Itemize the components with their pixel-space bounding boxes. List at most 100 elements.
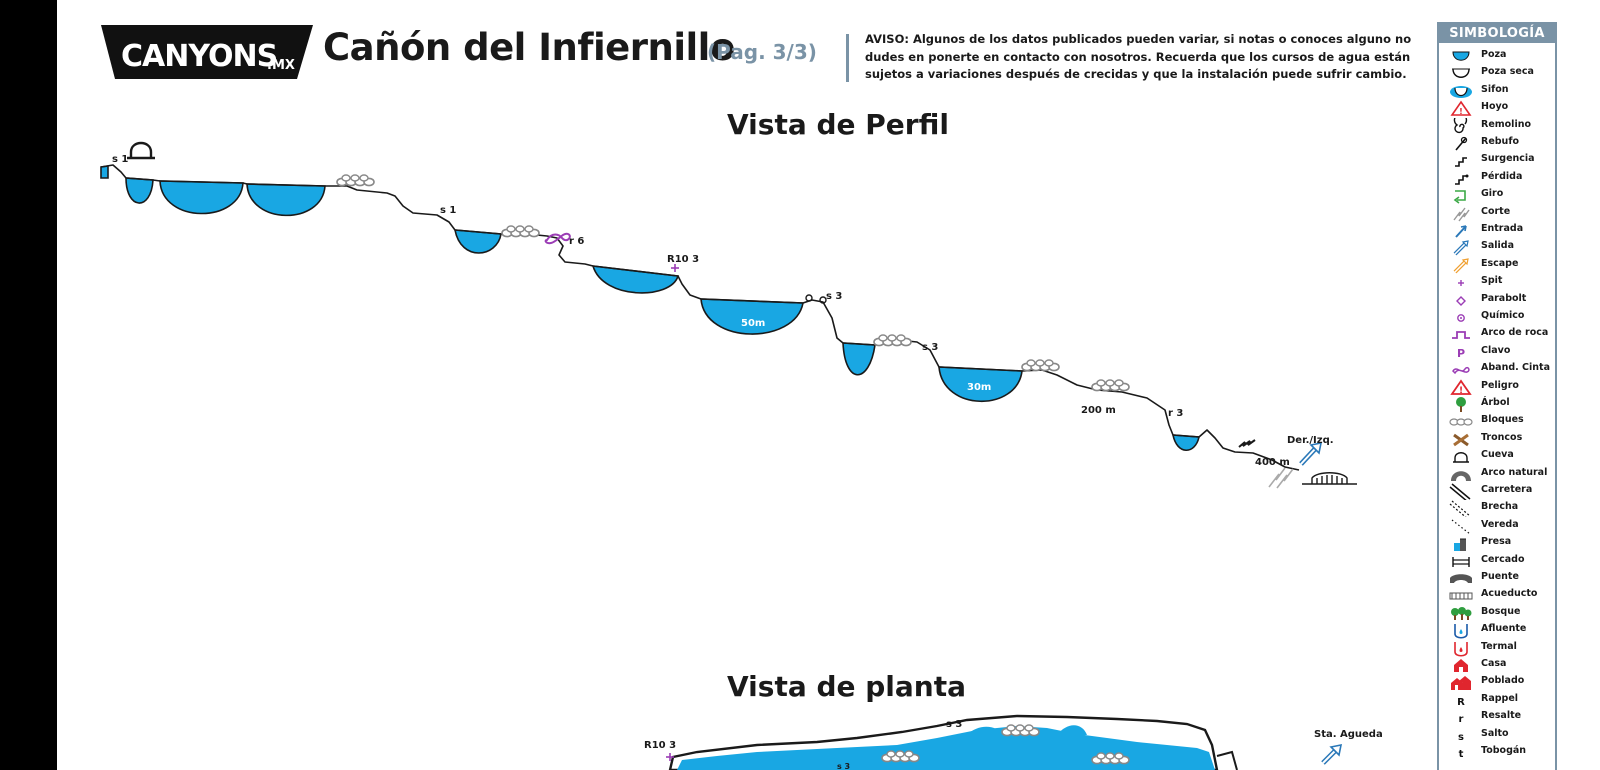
header: CANYONS .MX Cañón del Infiernillo (Pag. … — [57, 0, 1600, 100]
chemical-anchor-icon — [1449, 309, 1473, 326]
legend-item-label: Parabolt — [1481, 292, 1527, 304]
legend-item: Presa — [1439, 535, 1555, 552]
profile-line — [100, 164, 1300, 471]
legend-item: ! Hoyo — [1439, 100, 1555, 117]
backwash-icon — [1449, 135, 1473, 152]
label-r3: r 3 — [1168, 408, 1183, 419]
legend-item-label: Presa — [1481, 536, 1512, 548]
label-pool-30m: 30m — [967, 382, 991, 393]
legend-item-label: Salto — [1481, 727, 1509, 739]
pool-30m — [938, 366, 1023, 402]
pool-6 — [591, 265, 680, 294]
label-s3-b: s 3 — [922, 342, 938, 353]
legend-item: Árbol — [1439, 396, 1555, 413]
legend-item-label: Arco natural — [1481, 466, 1548, 478]
legend-item-label: Bloques — [1481, 414, 1524, 426]
label-s1-mid: s 1 — [440, 205, 456, 216]
label-r10-3: R10 3 — [667, 254, 699, 265]
boulders-icon — [873, 334, 912, 347]
legend-item-label: Casa — [1481, 658, 1507, 669]
plan-label-s3: s 3 — [946, 719, 962, 730]
legend-item: Acueducto — [1439, 587, 1555, 604]
rappel-letter-icon: R — [1449, 692, 1473, 709]
legend-item-label: Giro — [1481, 188, 1504, 200]
jump-letter-icon: s — [1449, 727, 1473, 744]
plan-view: R10 3 s 3 s 3 Sta. Agueda — [644, 714, 1383, 770]
legend-item: Parabolt — [1439, 292, 1555, 309]
legend-item: Sifon — [1439, 83, 1555, 100]
trail-icon — [1449, 518, 1473, 535]
pool-4 — [246, 183, 326, 217]
legend-item-label: Vereda — [1481, 518, 1519, 530]
svg-text:!: ! — [1459, 107, 1463, 116]
dam-icon — [1449, 535, 1473, 552]
legend-item: !Peligro — [1439, 379, 1555, 396]
svg-text:t: t — [1459, 749, 1464, 760]
legend-item-label: Poblado — [1481, 675, 1525, 687]
legend-item-label: Poza — [1481, 49, 1507, 60]
cut-icon — [1449, 205, 1473, 222]
legend-item-label: Químico — [1481, 310, 1525, 321]
legend-item: Salida — [1439, 239, 1555, 256]
plan-water-branch — [967, 726, 1002, 735]
road-icon — [1449, 483, 1473, 503]
sink-icon — [1449, 170, 1473, 187]
house-icon — [1449, 657, 1473, 674]
rock-arch-icon — [1449, 326, 1473, 343]
label-s3-a: s 3 — [826, 291, 842, 302]
svg-text:r: r — [1459, 714, 1464, 725]
plan-label-r10-3: R10 3 — [644, 740, 676, 751]
escape-icon — [1449, 257, 1473, 274]
plan-river-tail — [1216, 750, 1238, 770]
legend-item: Poblado — [1439, 674, 1555, 691]
page-number: (Pag. 3/3) — [707, 40, 817, 64]
legend-item-label: Brecha — [1481, 501, 1519, 513]
boulders-icon — [1449, 413, 1473, 430]
canyon-diagram: s 1 s 1 r 6 R10 3 50m s 3 s 3 30m 200 m … — [100, 141, 1383, 770]
legend-item-label: Remolino — [1481, 118, 1531, 130]
page-title: Cañón del Infiernillo — [323, 26, 735, 69]
legend-item: Puente — [1439, 570, 1555, 587]
boulders-icon — [1021, 359, 1060, 372]
legend-item: Spit — [1439, 274, 1555, 291]
thermal-icon — [1449, 640, 1473, 657]
legend-item-label: Carretera — [1481, 484, 1533, 495]
legend-item: Arco de roca — [1439, 326, 1555, 343]
pool-3 — [159, 180, 244, 215]
legend-item-label: Árbol — [1481, 397, 1510, 408]
legend-item: Remolino — [1439, 112, 1555, 135]
exit-arrow-icon — [1299, 441, 1323, 466]
label-r6: r 6 — [569, 236, 584, 247]
legend-item-label: Spit — [1481, 275, 1503, 287]
legend-item-label: Hoyo — [1481, 101, 1509, 113]
legend-item-label: Troncos — [1481, 431, 1523, 443]
legend-item: Escape — [1439, 257, 1555, 274]
legend-item: Poza seca — [1439, 65, 1555, 82]
canyons-logo: CANYONS .MX — [101, 25, 313, 79]
legend-item: Bloques — [1439, 413, 1555, 430]
pool-icon — [1449, 48, 1473, 65]
profile-view-title: Vista de Perfil — [727, 108, 949, 141]
legend-item: Afluente — [1439, 622, 1555, 639]
siphon-icon — [1449, 83, 1473, 100]
parabolt-icon — [1449, 292, 1473, 309]
pool-1 — [100, 165, 109, 179]
pool-5 — [454, 229, 502, 254]
profile-pools — [100, 165, 1200, 452]
legend-item-label: Clavo — [1481, 344, 1511, 356]
exit-arrow-icon — [1321, 743, 1343, 765]
legend-item: Brecha — [1439, 500, 1555, 520]
village-icon — [1449, 674, 1473, 691]
pool-50m — [700, 298, 804, 335]
legend-item: Termal — [1439, 640, 1555, 657]
legend-item: s Salto — [1439, 727, 1555, 744]
dirt-road-icon — [1449, 500, 1473, 520]
logo-suffix: .MX — [267, 58, 295, 73]
cut-icon — [1268, 467, 1294, 489]
dry-pool-icon — [1449, 65, 1473, 82]
legend-item-label: Poza seca — [1481, 66, 1534, 78]
plan-view-title: Vista de planta — [727, 670, 966, 703]
bridge-icon — [1449, 570, 1473, 587]
legend-item-label: Escape — [1481, 257, 1519, 269]
